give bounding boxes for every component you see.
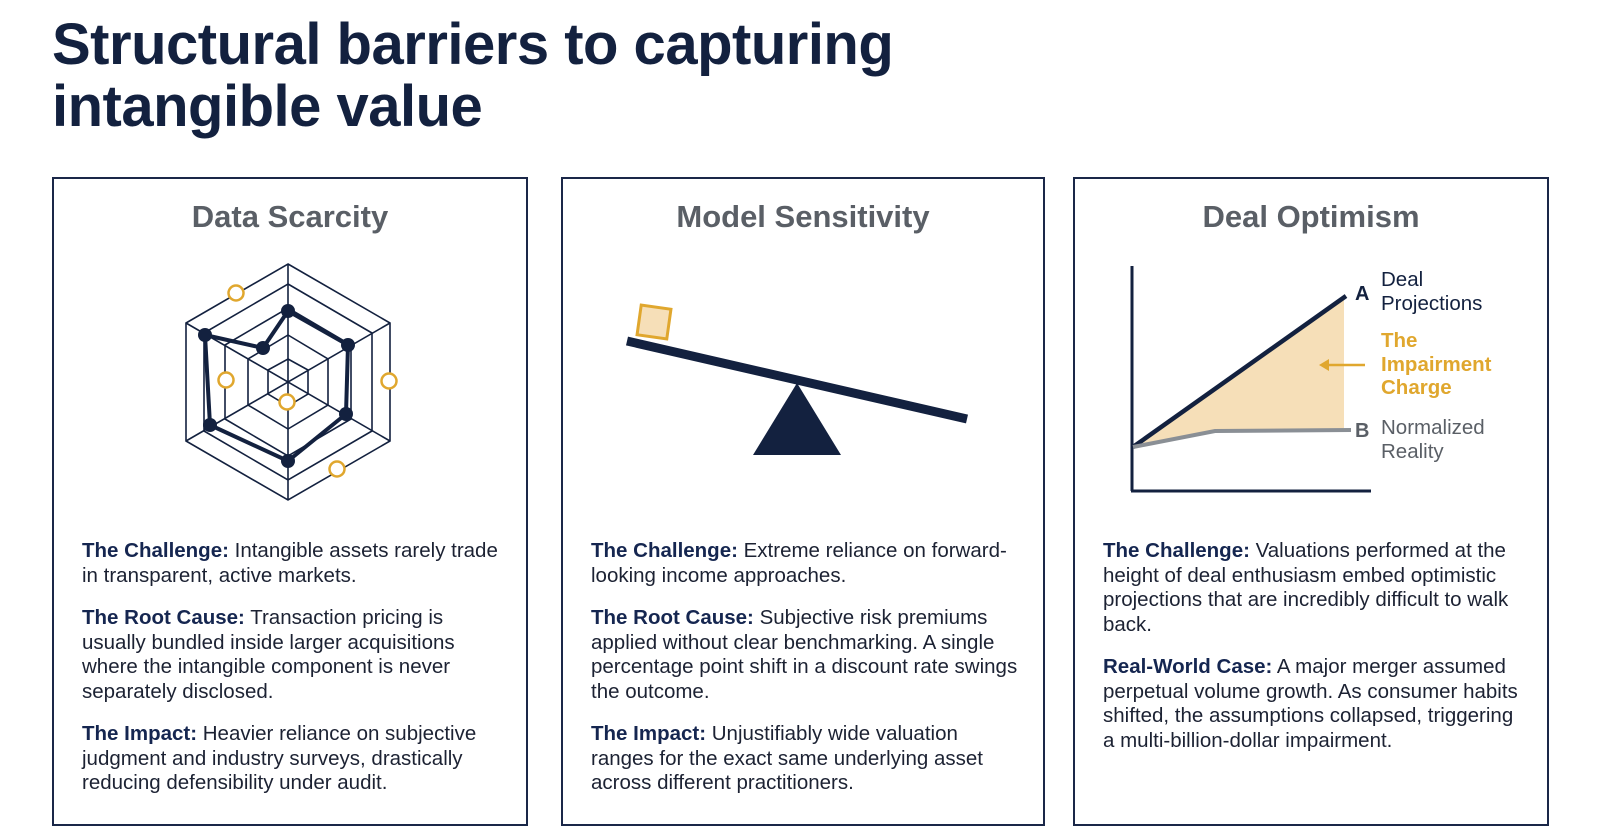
section-text: Intangible assets rarely trade in transp… [82,539,498,587]
impact-paragraph: The Impact: Heavier reliance on subjecti… [82,722,506,796]
card-title: Data Scarcity [191,199,389,234]
card-data-scarcity: Data Scarcity [52,177,528,826]
card-body: The Challenge: Intangible assets rarely … [82,539,506,814]
radar-point [281,304,295,318]
challenge-paragraph: The Challenge: Extreme reliance on forwa… [591,539,1023,588]
label-gap-line3: Charge [1381,376,1452,399]
section-label: The Challenge: [591,539,738,562]
missing-data-point [278,393,296,411]
section-label: Real-World Case: [1103,655,1273,678]
card-title: Deal Optimism [1202,199,1420,234]
radar-point [203,418,217,432]
label-gap-line1: The [1381,329,1417,352]
section-text: Valuations performed at the height of de… [1103,539,1509,636]
label-a-letter: A [1355,283,1369,305]
card-body: The Challenge: Extreme reliance on forwa… [591,539,1023,814]
root-cause-paragraph: The Root Cause: Subjective risk premiums… [591,606,1023,704]
label-b-line1: Normalized [1381,416,1485,439]
label-a-line2: Projections [1381,292,1482,315]
missing-data-point [227,284,245,302]
radar-data-shape [203,309,350,463]
radar-point [281,454,295,468]
radar-point [256,341,270,355]
normalized-reality-line [1132,428,1352,449]
card-model-sensitivity: Model Sensitivity The Challenge: Extreme… [561,177,1045,826]
section-text: Subjective risk premiums applied without… [591,606,1018,703]
section-text: Extreme reliance on forward-looking inco… [591,539,1007,587]
card-deal-optimism: Deal Optimism A Deal Projections The Imp… [1073,177,1549,826]
missing-data-point [380,372,398,390]
deal-projections-line [1131,294,1348,449]
radar-point [341,338,355,352]
seesaw-beam [625,336,969,424]
challenge-paragraph: The Challenge: Valuations performed at t… [1103,539,1527,637]
missing-data-point [217,371,235,389]
root-cause-paragraph: The Root Cause: Transaction pricing is u… [82,606,506,704]
radar-point [198,328,212,342]
section-label: The Impact: [82,722,198,745]
missing-data-point [328,460,346,478]
seesaw-balance-icon [625,303,969,455]
section-text: Transaction pricing is usually bundled i… [82,606,455,703]
section-label: The Root Cause: [591,606,754,629]
page-title: Structural barriers to capturing intangi… [52,12,894,139]
projection-gap-chart-icon: A Deal Projections The Impairment Charge… [1130,266,1492,493]
label-b-line2: Reality [1381,440,1444,463]
section-label: The Challenge: [1103,539,1250,562]
impact-paragraph: The Impact: Unjustifiably wide valuation… [591,722,1023,796]
label-a-line1: Deal [1381,268,1423,291]
section-label: The Impact: [591,722,707,745]
card-title: Model Sensitivity [676,199,930,234]
fulcrum-triangle [753,383,841,455]
section-text: A major merger assumed perpetual volume … [1103,655,1518,752]
section-label: The Challenge: [82,539,229,562]
section-text: Unjustifiably wide valuation ranges for … [591,722,983,794]
label-b-letter: B [1355,420,1369,442]
card-body: The Challenge: Valuations performed at t… [1103,539,1527,771]
challenge-paragraph: The Challenge: Intangible assets rarely … [82,539,506,588]
real-world-case-paragraph: Real-World Case: A major merger assumed … [1103,655,1527,753]
impairment-arrowhead [1319,359,1329,371]
radar-point [339,407,353,421]
radar-chart-icon [185,263,398,501]
weight-box [635,303,673,341]
section-text: Heavier reliance on subjective judgment … [82,722,477,794]
section-label: The Root Cause: [82,606,245,629]
label-gap-line2: Impairment [1381,353,1492,376]
